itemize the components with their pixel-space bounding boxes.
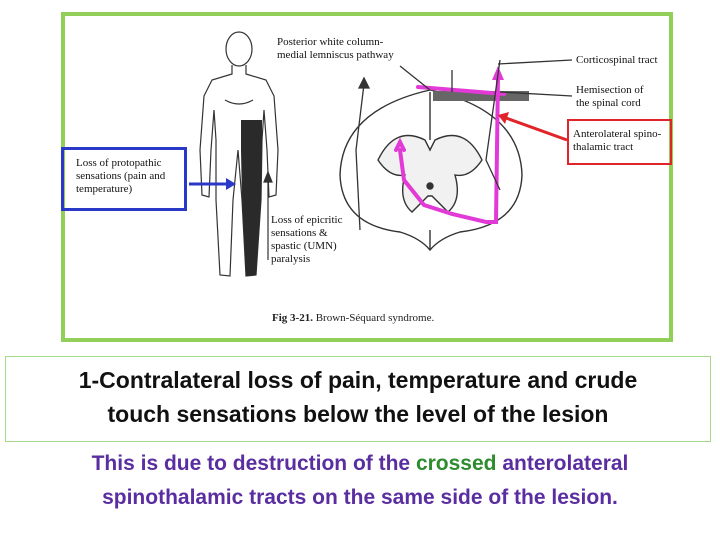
label-posterior-pathway: Posterior white column- medial lemniscus… [277,36,394,61]
explanation-line-2: spinothalamic tracts on the same side of… [102,486,618,509]
magenta-pathways [394,74,506,224]
black-pathways [355,59,573,231]
label-anterolateral: Anterolateral spino- thalamic tract [573,128,662,153]
label-corticospinal: Corticospinal tract [576,54,658,66]
heading-line-2: touch sensations below the level of the … [107,401,609,427]
caption-text: Brown-Séquard syndrome. [315,312,435,324]
label-epicritic: Loss of epicritic sensations & spastic (… [271,214,343,265]
blue-arrow [189,178,236,190]
affected-leg-shading [241,120,262,276]
hemisection-bar [433,91,529,101]
figure-frame [61,12,673,342]
epicritic-arrow [263,170,273,260]
spinal-cord-section [339,89,523,252]
anterolateral-highlight-box [567,119,672,165]
label-hemisection: Hemisection of the spinal cord [576,84,644,109]
explanation-highlight: crossed [415,452,497,475]
explanation-part-2: anterolateral [496,452,629,475]
heading-line-1: 1-Contralateral loss of pain, temperatur… [78,367,638,393]
heading-box: 1-Contralateral loss of pain, temperatur… [5,356,711,442]
red-arrow [498,112,568,142]
explanation-part-1: This is due to destruction of the [91,452,416,475]
label-protopathic: Loss of protopathic sensations (pain and… [76,157,166,195]
protopathic-highlight-box [61,147,187,211]
figure-caption: Fig 3-21. Brown-Séquard syndrome. [272,312,434,324]
body-figure [199,31,279,277]
caption-number: Fig 3-21. [272,312,313,324]
explanation-line-1: This is due to destruction of the crosse… [0,452,720,476]
